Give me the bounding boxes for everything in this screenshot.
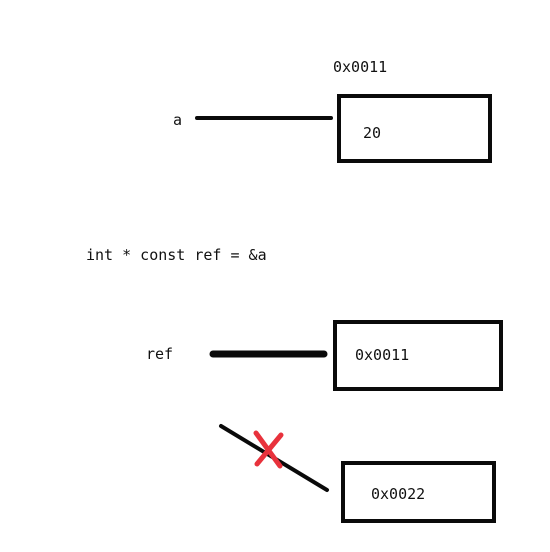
variable-ref-value: 0x0011 [355, 346, 410, 364]
variable-a-value: 20 [363, 124, 382, 142]
code-line: int * const ref = &a [86, 246, 267, 264]
variable-ref-label: ref [146, 345, 174, 363]
variable-a-address: 0x0011 [333, 58, 388, 76]
rejected-target-value: 0x0022 [371, 485, 426, 503]
rejected-target-box: 0x0022 [341, 461, 496, 523]
variable-ref-box: 0x0011 [333, 320, 503, 391]
variable-a-label: a [173, 111, 183, 129]
x-cross-icon [253, 430, 284, 469]
variable-a-box: 20 [337, 94, 492, 163]
